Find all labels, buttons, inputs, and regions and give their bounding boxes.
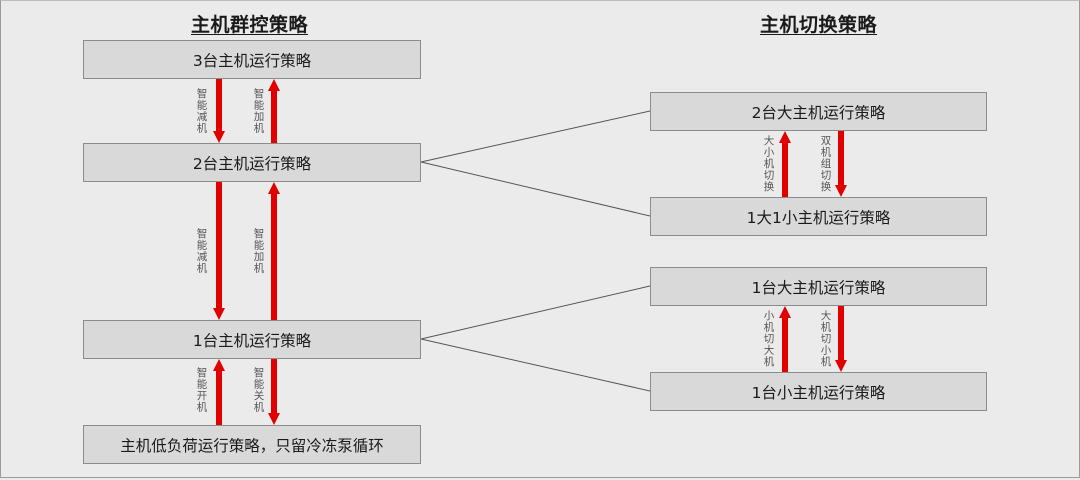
label-large-small-switch: 大小机切换 (762, 135, 775, 193)
left-section-title: 主机群控策略 (191, 14, 309, 36)
box-one-host: 1台主机运行策略 (83, 320, 421, 359)
right-section-title: 主机切换策略 (760, 14, 878, 36)
label-add-2-to-3: 智能加机 (252, 88, 265, 134)
label-large-to-small: 大机切小机 (819, 310, 832, 368)
arrow-small-to-large (779, 306, 791, 372)
connector-one-to-one-small (420, 338, 651, 392)
arrow-large-to-small (835, 306, 847, 372)
label-reduce-2-to-1: 智能减机 (195, 228, 208, 274)
label-small-to-large: 小机切大机 (762, 310, 775, 368)
arrow-stop (268, 359, 280, 425)
connector-two-to-one-large-one-small (420, 161, 651, 217)
label-start: 智能开机 (195, 367, 208, 413)
box-one-small-host: 1台小主机运行策略 (650, 372, 987, 411)
arrow-add-1-to-2 (268, 182, 280, 320)
label-reduce-3-to-2: 智能减机 (195, 88, 208, 134)
label-stop: 智能关机 (252, 367, 265, 413)
arrow-reduce-2-to-1 (213, 182, 225, 320)
box-two-hosts: 2台主机运行策略 (83, 143, 421, 182)
box-one-large-one-small: 1大1小主机运行策略 (650, 197, 987, 236)
label-dual-group-switch: 双机组切换 (819, 135, 832, 193)
connector-two-to-two-large (420, 110, 651, 163)
arrow-start (213, 359, 225, 425)
box-one-large-host: 1台大主机运行策略 (650, 267, 987, 306)
arrow-large-small-switch (779, 131, 791, 197)
arrow-reduce-3-to-2 (213, 79, 225, 143)
connector-one-to-one-large (420, 285, 651, 340)
box-two-large-hosts: 2台大主机运行策略 (650, 92, 987, 131)
box-three-hosts: 3台主机运行策略 (83, 40, 421, 79)
arrow-dual-group-switch (835, 131, 847, 197)
box-low-load: 主机低负荷运行策略，只留冷冻泵循环 (83, 425, 421, 464)
arrow-add-2-to-3 (268, 79, 280, 143)
label-add-1-to-2: 智能加机 (252, 228, 265, 274)
